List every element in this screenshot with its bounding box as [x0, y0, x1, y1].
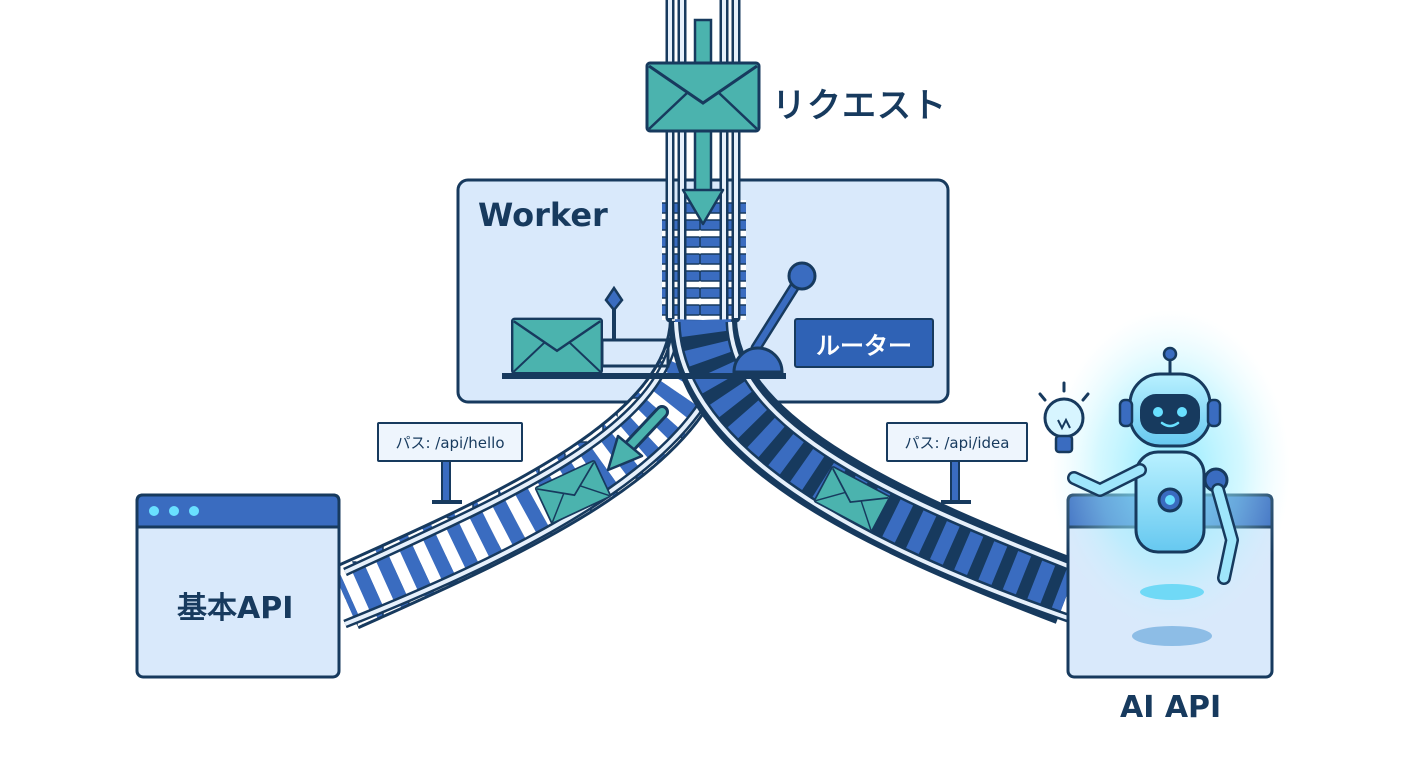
- path-sign-hello: パス: /api/hello: [377, 422, 523, 462]
- window-dots-icon: [149, 506, 199, 516]
- sign-post-right: [950, 455, 960, 503]
- left-direction-arrow-icon: [606, 405, 669, 472]
- incoming-track: [662, 0, 746, 323]
- sign-post-left: [441, 455, 451, 503]
- robot-icon: [1050, 310, 1290, 646]
- request-label: リクエスト: [772, 86, 947, 126]
- basic-api-window: [135, 493, 341, 679]
- request-envelope-icon: [645, 61, 761, 133]
- lightbulb-icon: [1038, 381, 1090, 454]
- worker-envelope-icon: [511, 317, 603, 375]
- basic-api-label: 基本API: [177, 591, 294, 626]
- ai-api-label: AI API: [1120, 690, 1222, 725]
- worker-label: Worker: [478, 196, 608, 234]
- router-badge: ルーター: [794, 318, 934, 368]
- switch-lever-icon: [732, 261, 817, 374]
- path-sign-idea: パス: /api/idea: [886, 422, 1028, 462]
